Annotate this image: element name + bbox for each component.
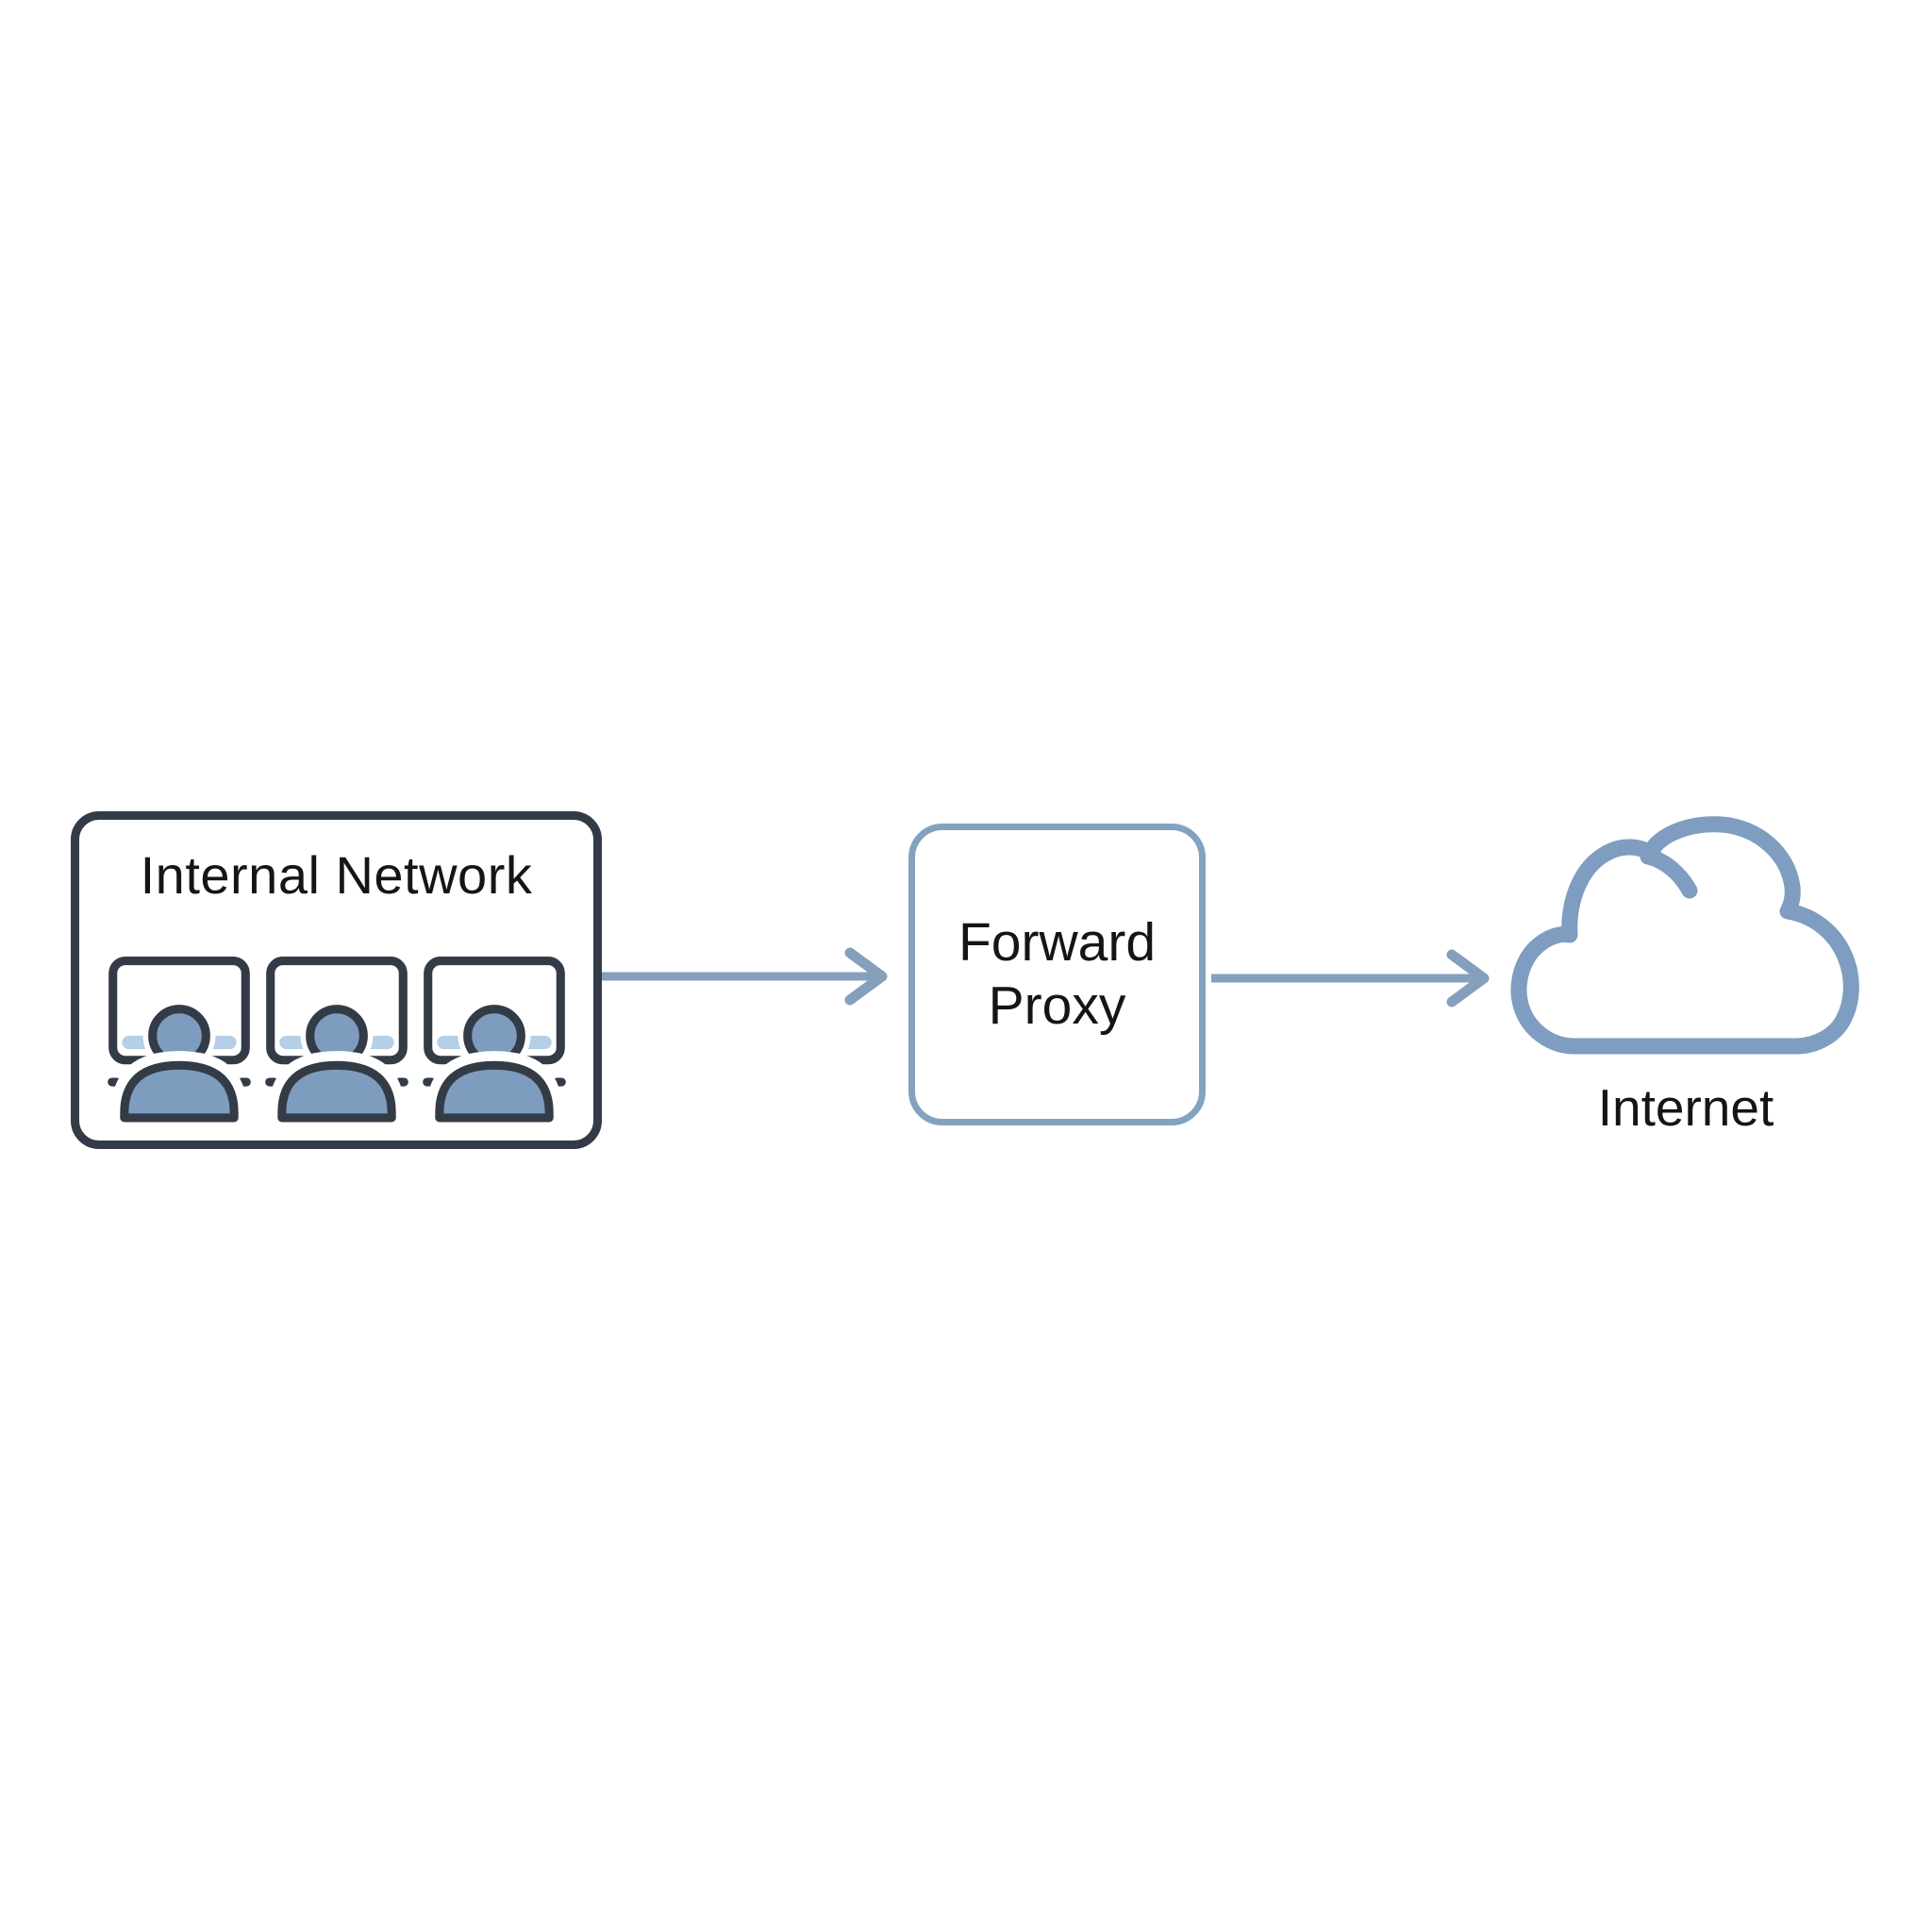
internal-network-box: Internal Network — [71, 811, 602, 1149]
user-body-icon — [276, 1060, 396, 1123]
workstation-icon — [264, 957, 408, 1123]
workstation-icon — [107, 957, 251, 1123]
internal-network-label: Internal Network — [140, 845, 533, 905]
user-body-icon — [119, 1060, 239, 1123]
workstation-icon — [422, 957, 566, 1123]
arrow-internal-to-proxy — [602, 947, 888, 1006]
forward-proxy-box: Forward Proxy — [908, 824, 1206, 1125]
internet-cloud-icon — [1510, 816, 1859, 1055]
user-body-icon — [434, 1060, 554, 1123]
forward-proxy-label: Forward Proxy — [958, 911, 1157, 1036]
arrow-proxy-to-internet — [1211, 949, 1490, 1008]
internet-label: Internet — [1597, 1078, 1774, 1137]
workstation-row — [79, 956, 593, 1123]
